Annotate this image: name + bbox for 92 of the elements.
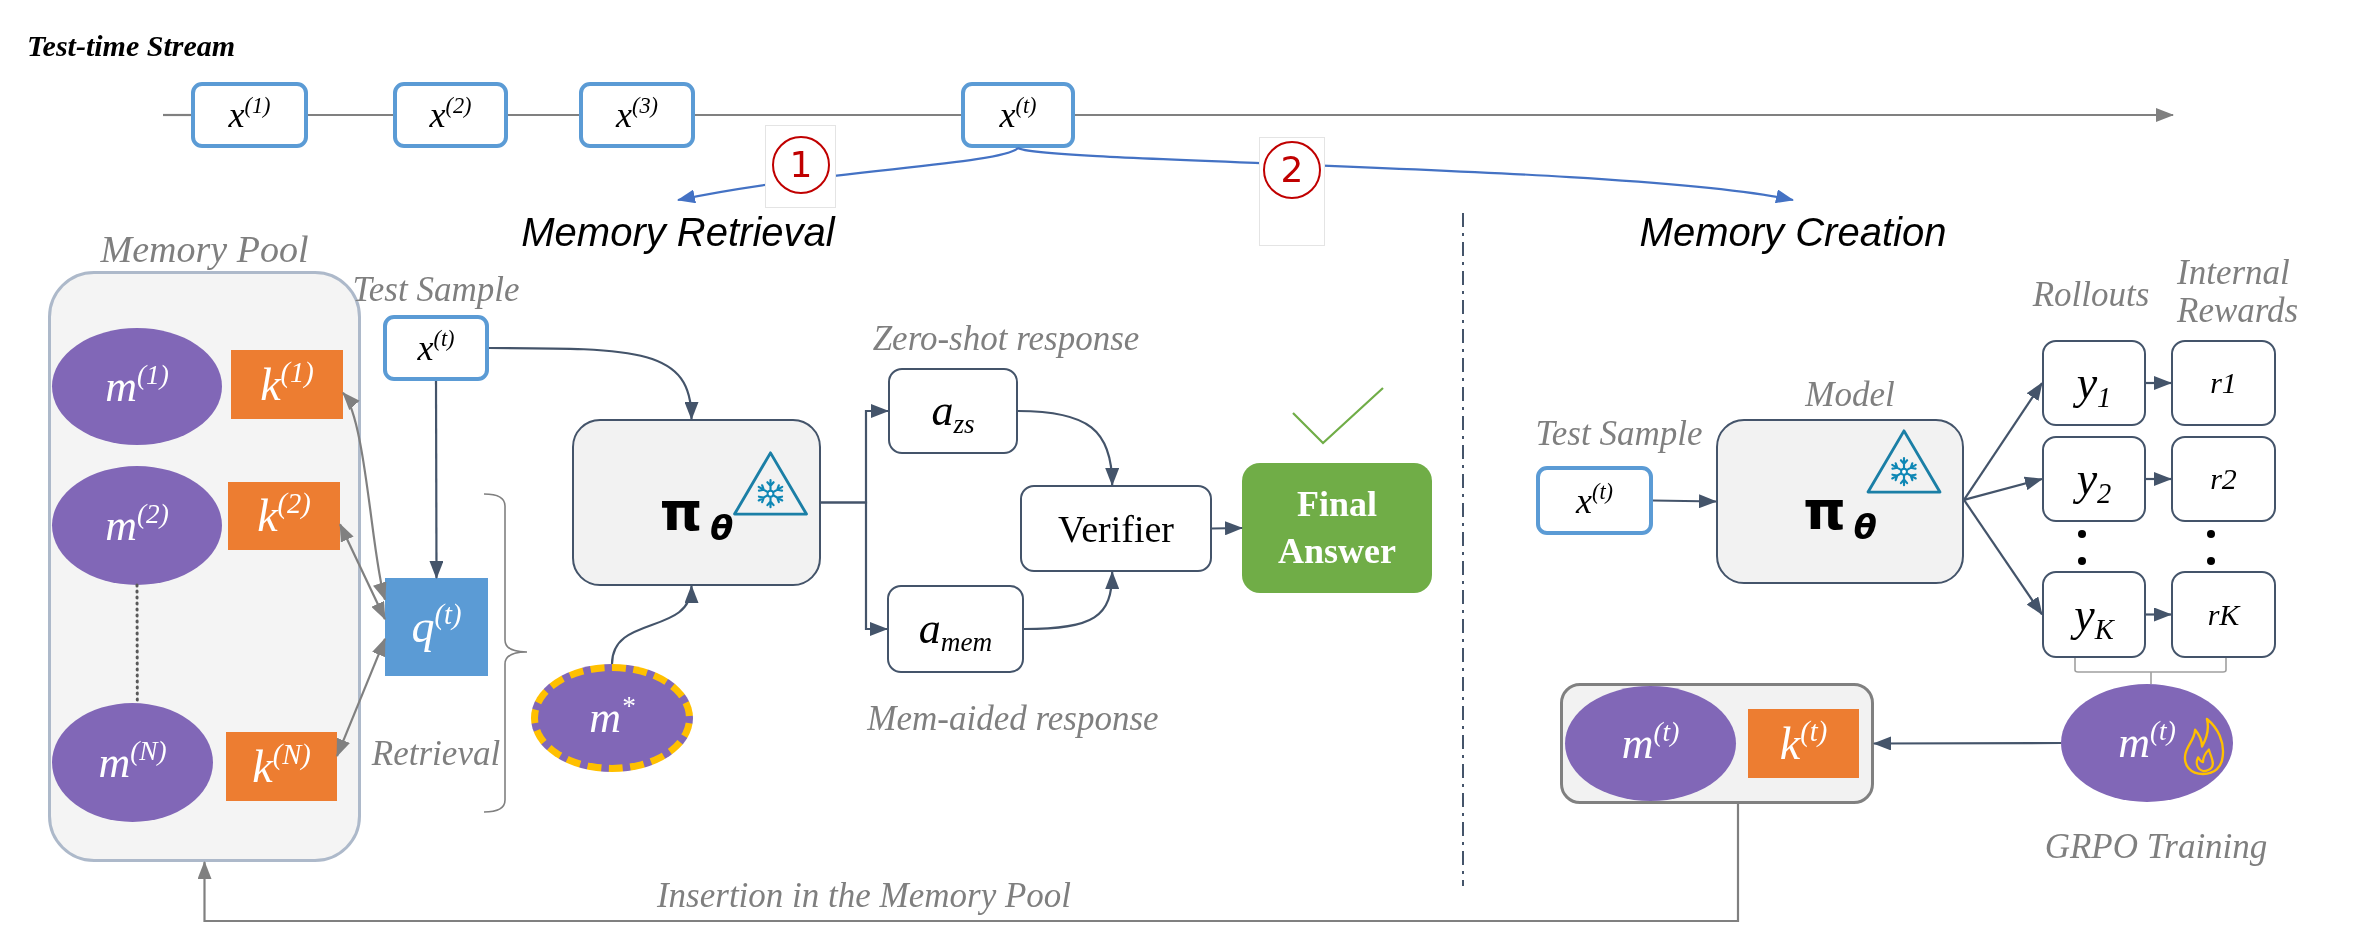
sample-box bbox=[579, 82, 695, 148]
response-box bbox=[888, 368, 1018, 454]
reward-box bbox=[2171, 340, 2276, 426]
arrow bbox=[2146, 472, 2172, 486]
response-box bbox=[887, 585, 1024, 673]
memory-label: m$^{(t)}$ bbox=[1621, 721, 1680, 766]
model-box bbox=[572, 419, 821, 586]
arrow bbox=[342, 391, 388, 601]
node-label: Mem-aided response bbox=[867, 699, 1159, 739]
arrow bbox=[1017, 146, 1794, 205]
rollout-box bbox=[2042, 436, 2146, 522]
key-box bbox=[1748, 709, 1859, 778]
policy-label: π$_{θ}$ bbox=[1803, 483, 1877, 538]
arrow bbox=[1963, 382, 2043, 501]
policy-label: π$_{θ}$ bbox=[659, 484, 734, 539]
arrow bbox=[336, 637, 386, 758]
arrow bbox=[339, 523, 386, 621]
sample-label: x$^{(3)}$ bbox=[616, 97, 658, 133]
diagram-title: Test-time Stream bbox=[27, 31, 236, 61]
caption: Rollouts bbox=[2032, 275, 2150, 315]
memory-label: m$^{(N)}$ bbox=[98, 740, 167, 785]
arrow bbox=[2146, 607, 2172, 622]
sample-label: x$^{(t)}$ bbox=[1575, 482, 1613, 519]
sample-label: x$^{(t)}$ bbox=[999, 97, 1037, 133]
arrow bbox=[821, 501, 888, 636]
caption: Internal Rewards bbox=[2177, 254, 2300, 330]
arrow bbox=[1075, 108, 2174, 122]
rollout-box bbox=[2042, 340, 2146, 426]
reward-box bbox=[2171, 571, 2276, 658]
verifier-label: Verifier bbox=[1057, 509, 1174, 548]
arrow bbox=[1024, 571, 1119, 631]
memory-label: m$^{(t)}$ bbox=[2118, 721, 2176, 765]
verifier-box bbox=[1020, 485, 1212, 572]
sample-box bbox=[961, 82, 1075, 148]
memory-ellipse bbox=[1565, 686, 1736, 801]
connector-line bbox=[695, 113, 961, 117]
panel-heading: Memory Pool bbox=[100, 227, 309, 271]
key-box bbox=[226, 732, 337, 801]
memory-label: m$^{*}$ bbox=[589, 696, 635, 740]
key-label: k$^{(2)}$ bbox=[257, 493, 311, 539]
edge-label: Insertion in the Memory Pool bbox=[656, 878, 1072, 913]
memory-entry-box bbox=[1560, 683, 1874, 804]
key-label: k$^{(N)}$ bbox=[252, 743, 311, 790]
key-label: k$^{(1)}$ bbox=[260, 361, 314, 408]
model-box bbox=[1716, 419, 1964, 584]
arrow bbox=[429, 381, 444, 579]
sample-box bbox=[393, 82, 508, 148]
arrow bbox=[1653, 494, 1717, 509]
query-label: q$^{(t)}$ bbox=[411, 604, 462, 650]
sample-label: x$^{(1)}$ bbox=[228, 97, 271, 133]
answer-box bbox=[1242, 463, 1432, 593]
sample-box bbox=[1536, 466, 1653, 535]
connector-line bbox=[508, 113, 579, 117]
memory-label: m$^{(2)}$ bbox=[105, 503, 169, 548]
arrow bbox=[489, 346, 698, 420]
node-label: Zero-shot response bbox=[872, 319, 1140, 359]
node-label: Model bbox=[1805, 375, 1895, 415]
key-box bbox=[228, 482, 340, 550]
step-number: 1 bbox=[772, 136, 830, 194]
connector-line bbox=[308, 113, 393, 117]
arrow bbox=[1873, 736, 2061, 751]
rollout-box bbox=[2042, 571, 2146, 658]
reward-label: r2 bbox=[2210, 464, 2237, 494]
reward-label: rK bbox=[2207, 599, 2240, 630]
connector-line bbox=[163, 113, 191, 117]
response-label: a$_{zs}$ bbox=[931, 389, 975, 433]
arrow bbox=[2146, 376, 2172, 390]
sample-label: x$^{(2)}$ bbox=[429, 97, 472, 133]
answer-label: Final Answer bbox=[1277, 483, 1397, 573]
sample-box bbox=[383, 315, 489, 381]
step-number: 2 bbox=[1263, 141, 1321, 199]
caption: Retrieval bbox=[371, 734, 501, 774]
section-heading: Memory Retrieval bbox=[521, 200, 835, 252]
node-label: Test Sample bbox=[352, 270, 520, 310]
arrow bbox=[1017, 409, 1119, 486]
key-label: k$^{(t)}$ bbox=[1779, 720, 1828, 767]
sample-box bbox=[191, 82, 308, 148]
arrow bbox=[610, 585, 697, 665]
key-box bbox=[231, 350, 343, 419]
arrow bbox=[197, 804, 1740, 923]
reward-box bbox=[2171, 436, 2276, 522]
query-box bbox=[385, 578, 488, 676]
memory-label: m$^{(1)}$ bbox=[105, 364, 169, 409]
arrow bbox=[1963, 499, 2043, 616]
node-label: GRPO Training bbox=[2044, 827, 2268, 867]
node-label: Test Sample bbox=[1535, 414, 1703, 454]
arrow bbox=[1211, 521, 1243, 536]
response-label: a$_{mem}$ bbox=[918, 607, 993, 651]
reward-label: r1 bbox=[2210, 368, 2237, 398]
sample-label: x$^{(t)}$ bbox=[417, 330, 455, 366]
arrow bbox=[1963, 476, 2043, 501]
section-heading: Memory Creation bbox=[1639, 200, 1947, 252]
